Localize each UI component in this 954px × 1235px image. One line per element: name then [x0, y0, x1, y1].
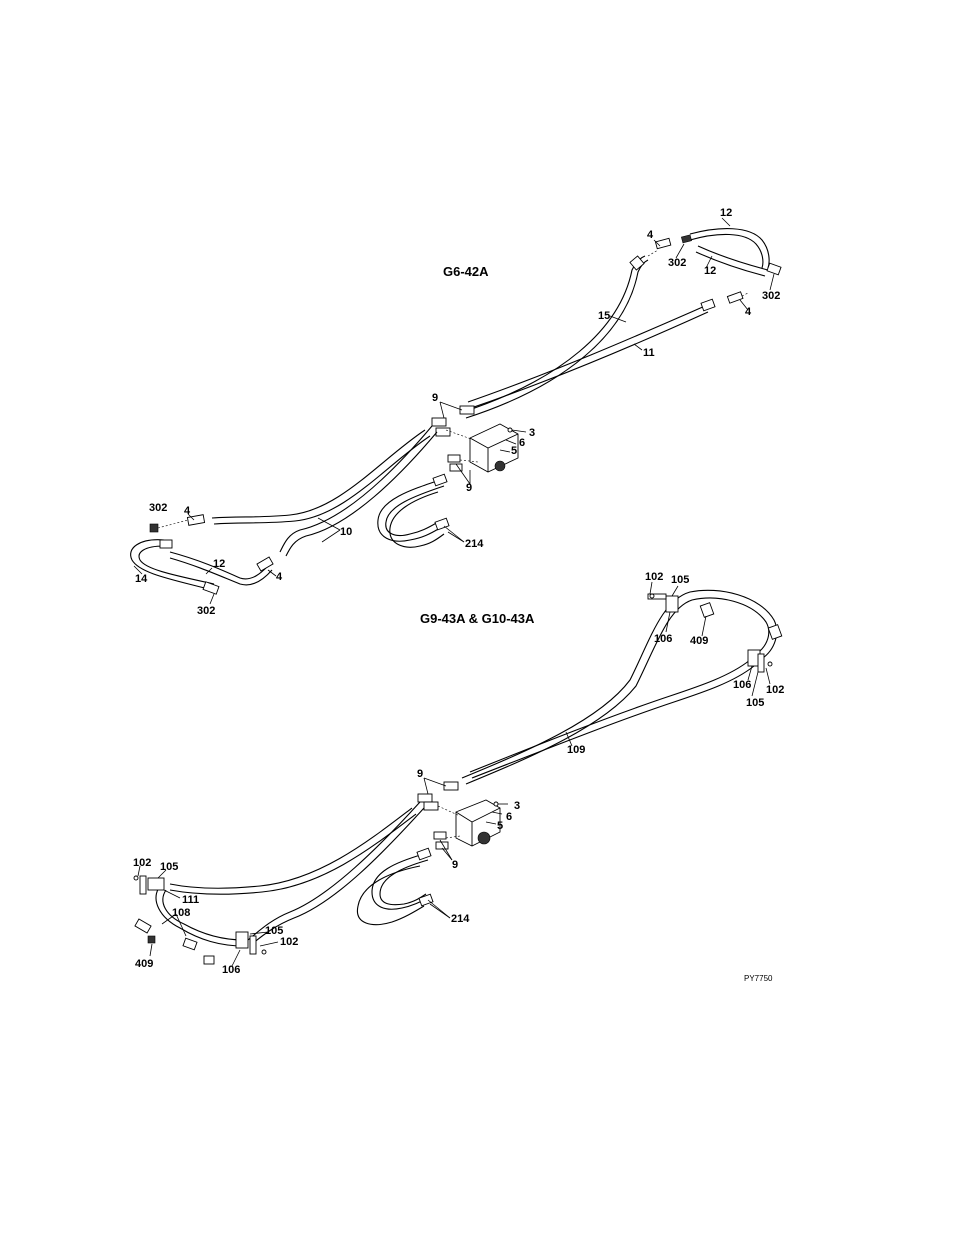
callout-bottom-s: 102 — [280, 936, 298, 948]
callout-top-j: 3 — [529, 427, 535, 439]
callout-top-b: 4 — [647, 229, 654, 241]
hose-end-14 — [159, 539, 173, 549]
callout-bottom-d: 409 — [690, 635, 708, 647]
hose-end-15 — [629, 255, 645, 271]
hose-109 — [461, 589, 778, 785]
callout-top-l: 5 — [511, 445, 517, 457]
callout-top-t: 4 — [276, 571, 283, 583]
fitting-302-upper — [680, 234, 692, 244]
valve-block-top — [431, 405, 519, 473]
callout-top-n: 302 — [149, 502, 167, 514]
fitting-4-right — [726, 291, 744, 304]
fitting-302-lower — [202, 581, 220, 595]
hose-214-top — [377, 473, 450, 548]
callout-bottom-v: 106 — [222, 964, 240, 976]
callout-bottom-a: 102 — [645, 571, 663, 583]
callout-bottom-h: 109 — [567, 744, 585, 756]
callout-top-c: 302 — [668, 257, 686, 269]
callout-top-r: 12 — [213, 558, 225, 570]
callout-bottom-u: 409 — [135, 958, 153, 970]
fitting-4-upper — [654, 237, 672, 250]
callout-bottom-p: 111 — [182, 894, 199, 906]
callout-top-h: 11 — [643, 347, 655, 359]
hose-11 — [467, 305, 709, 409]
fitting-4-lower — [256, 556, 274, 572]
hose-108 — [155, 801, 425, 947]
bottom-leaders — [137, 581, 771, 967]
callout-bottom-f: 102 — [766, 684, 784, 696]
top-assembly: G6-42A — [130, 207, 782, 617]
callout-bottom-j: 3 — [514, 800, 520, 812]
callout-top-s: 14 — [135, 573, 148, 585]
hose-12-upper — [689, 228, 770, 277]
callout-top-f: 4 — [745, 306, 752, 318]
bottom-assembly: G9-43A & G10-43A — [133, 571, 784, 976]
callout-top-q: 214 — [465, 538, 484, 550]
callout-bottom-l: 5 — [497, 820, 503, 832]
clamp-upper-right — [647, 593, 783, 673]
hose-10 — [211, 425, 438, 557]
callout-bottom-m: 9 — [452, 859, 458, 871]
callout-top-m: 9 — [466, 482, 472, 494]
callout-bottom-e: 106 — [733, 679, 751, 691]
clamp-left — [133, 875, 267, 965]
callout-top-u: 302 — [197, 605, 215, 617]
top-assembly-title: G6-42A — [443, 264, 489, 279]
fitting-302-right — [766, 262, 782, 276]
hose-214-bottom — [356, 847, 434, 926]
top-leaders — [133, 217, 775, 605]
callout-top-i: 9 — [432, 392, 438, 404]
callout-bottom-g: 105 — [746, 697, 764, 709]
callout-top-k: 6 — [519, 437, 525, 449]
hose-14 — [130, 539, 215, 591]
callout-top-p: 10 — [340, 526, 352, 538]
hose-end-11 — [700, 298, 716, 312]
bottom-assembly-title: G9-43A & G10-43A — [420, 611, 535, 626]
callout-top-a: 12 — [720, 207, 732, 219]
callout-bottom-n: 102 — [133, 857, 151, 869]
callout-bottom-o: 105 — [160, 861, 178, 873]
callout-top-e: 302 — [762, 290, 780, 302]
hose-12-lower — [169, 551, 273, 586]
figure-code: PY7750 — [744, 974, 773, 983]
fitting-302-left — [149, 523, 159, 533]
callout-bottom-q: 108 — [172, 907, 190, 919]
callout-top-d: 12 — [704, 265, 716, 277]
callout-bottom-r: 105 — [265, 925, 283, 937]
callout-top-o: 4 — [184, 505, 191, 517]
valve-block-bottom — [417, 781, 501, 850]
callout-bottom-t: 214 — [451, 913, 470, 925]
callout-bottom-i: 9 — [417, 768, 423, 780]
callout-bottom-k: 6 — [506, 811, 512, 823]
callout-top-g: 15 — [598, 310, 610, 322]
callout-bottom-c: 106 — [654, 633, 672, 645]
callout-bottom-b: 105 — [671, 574, 689, 586]
